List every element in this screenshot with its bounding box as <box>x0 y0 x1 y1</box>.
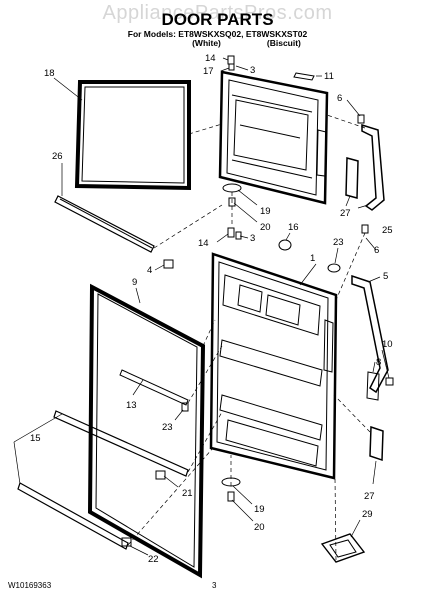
callout-3b: 3 <box>250 233 255 244</box>
callout-6a: 6 <box>337 93 342 104</box>
freezer-handle-trim <box>345 157 359 199</box>
callout-15: 15 <box>30 433 41 444</box>
models-line: For Models: ET8WSKXSQ02, ET8WSKXST02 <box>127 29 308 39</box>
callout-9: 9 <box>132 277 137 288</box>
screw-14b <box>227 227 235 238</box>
callout-19b: 19 <box>254 504 265 515</box>
document-id: W10169363 <box>8 581 52 590</box>
variant-white: (White) <box>192 38 221 48</box>
color-variants: (White) (Biscuit) <box>58 39 435 48</box>
callout-13: 13 <box>126 400 137 411</box>
callout-19a: 19 <box>260 206 271 217</box>
callout-10: 10 <box>382 339 393 350</box>
page-title: DOOR PARTS <box>161 10 274 29</box>
page-number: 3 <box>212 581 217 590</box>
callout-14a: 14 <box>205 53 216 64</box>
alignment-lines <box>127 114 371 561</box>
part-10 <box>385 377 394 386</box>
breaker-strip-15b <box>17 482 129 550</box>
fresh-food-handle <box>351 274 389 394</box>
watermark: AppliancePartsPros.com <box>102 2 333 24</box>
callout-23a: 21 <box>182 488 193 499</box>
breaker-strip-15a <box>53 410 189 477</box>
callout-16: 17 <box>203 66 214 77</box>
clip-4 <box>163 259 174 269</box>
callout-3a: 3 <box>250 65 255 76</box>
callout-4: 4 <box>147 265 152 276</box>
leader-lines <box>13 57 390 556</box>
bushing-3b <box>235 231 242 240</box>
cap-11 <box>293 72 315 81</box>
part-8 <box>366 371 380 401</box>
variant-biscuit: (Biscuit) <box>266 38 301 48</box>
freezer-breaker-strip <box>54 195 155 253</box>
callout-6b: 6 <box>374 245 379 256</box>
freezer-gasket <box>74 80 191 191</box>
callout-25: 25 <box>382 225 393 236</box>
callout-22: 23 <box>162 422 173 433</box>
callout-23b: 22 <box>148 554 159 565</box>
callout-29: 29 <box>362 509 373 520</box>
bushing-16 <box>228 63 235 71</box>
cam-17 <box>278 239 292 251</box>
plug-21 <box>327 263 341 273</box>
callout-14b: 14 <box>198 238 209 249</box>
screw-20b <box>227 491 235 502</box>
model-list: For Models: ET8WSKXSQ02, ET8WSKXST02 (Wh… <box>0 30 435 48</box>
callout-5: 5 <box>383 271 388 282</box>
hinge-pin-19a <box>222 183 242 193</box>
fresh-food-handle-trim <box>369 425 384 462</box>
clip-23a <box>155 470 166 480</box>
callout-1: 1 <box>310 253 315 264</box>
callout-21: 23 <box>333 237 344 248</box>
callout-20a: 20 <box>260 222 271 233</box>
callout-26: 26 <box>52 151 63 162</box>
callout-27b: 27 <box>364 491 375 502</box>
hinge-29 <box>320 533 366 563</box>
callout-17: 16 <box>288 222 299 233</box>
freezer-handle <box>361 123 385 211</box>
callout-27a: 27 <box>340 208 351 219</box>
screw-14a <box>227 55 235 65</box>
callout-20b: 20 <box>254 522 265 533</box>
screw-6a <box>357 114 365 124</box>
clip-23b <box>121 537 132 547</box>
callout-18: 18 <box>44 68 55 79</box>
breaker-strip-13 <box>119 369 189 406</box>
clip-22 <box>181 402 189 412</box>
callout-11: 11 <box>324 71 334 82</box>
callout-8: 8 <box>376 357 381 368</box>
fresh-food-door <box>209 252 338 480</box>
screw-6b <box>361 224 369 234</box>
freezer-door <box>218 70 329 205</box>
